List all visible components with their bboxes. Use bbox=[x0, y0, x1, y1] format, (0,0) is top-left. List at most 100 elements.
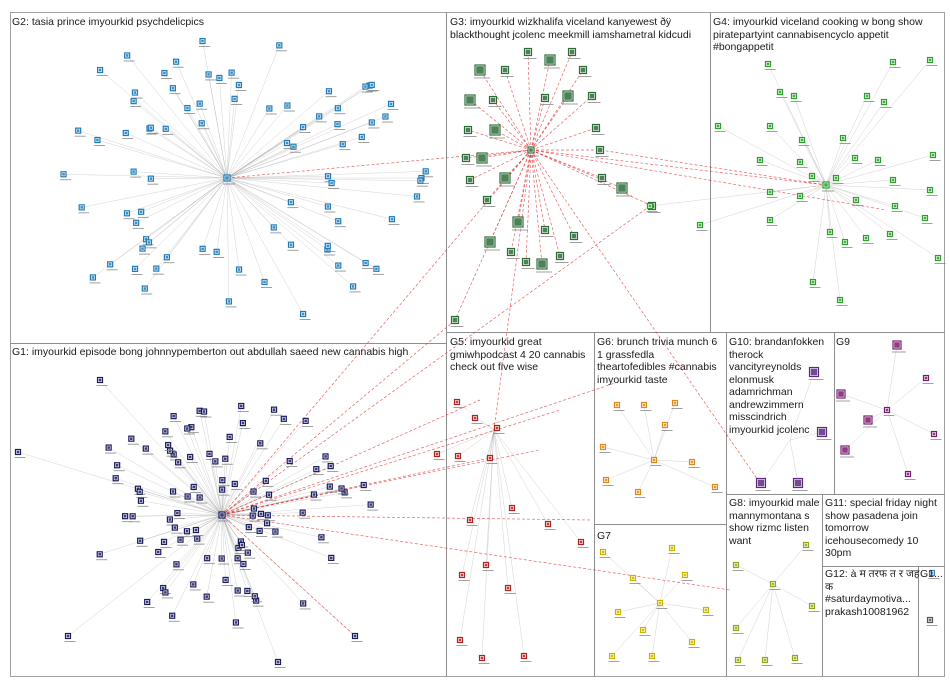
edge bbox=[99, 69, 228, 179]
edge-highlight bbox=[530, 51, 573, 151]
edge bbox=[642, 602, 661, 631]
edge bbox=[825, 184, 891, 235]
edge bbox=[202, 177, 228, 249]
edge-highlight bbox=[530, 95, 569, 151]
edge-highlight bbox=[493, 149, 532, 431]
node-g2 bbox=[235, 266, 247, 276]
edge bbox=[202, 41, 228, 179]
node-g1 bbox=[136, 537, 148, 547]
edge-highlight bbox=[530, 149, 561, 257]
edge-highlight bbox=[469, 149, 532, 181]
node-g7 bbox=[681, 571, 693, 581]
node-g13 bbox=[926, 616, 938, 626]
edge-highlight bbox=[221, 409, 561, 516]
node-g6 bbox=[661, 421, 673, 431]
edge bbox=[772, 583, 796, 659]
edge bbox=[221, 514, 332, 559]
edge bbox=[493, 429, 509, 589]
node-g1 bbox=[218, 486, 230, 496]
edge bbox=[226, 136, 362, 179]
edge bbox=[226, 177, 274, 228]
edge-highlight bbox=[599, 149, 827, 186]
node-g2 bbox=[358, 133, 370, 143]
node-g3 bbox=[544, 54, 560, 69]
node-g4 bbox=[926, 186, 938, 196]
node-g1 bbox=[211, 458, 223, 468]
edge bbox=[226, 123, 338, 179]
edge bbox=[789, 439, 799, 484]
node-g3 bbox=[523, 47, 537, 59]
node-g5 bbox=[471, 414, 483, 424]
edge-highlight bbox=[469, 99, 532, 151]
node-g3 bbox=[484, 236, 500, 251]
edge bbox=[769, 125, 827, 186]
node-g2 bbox=[328, 179, 340, 189]
node-g2 bbox=[122, 129, 134, 139]
node-g2 bbox=[131, 89, 143, 99]
node-g1 bbox=[326, 483, 338, 493]
edge bbox=[801, 139, 827, 186]
node-g1 bbox=[64, 632, 76, 642]
edge bbox=[172, 514, 223, 616]
edge bbox=[133, 100, 228, 179]
group-boxes bbox=[10, 12, 945, 677]
node-g2 bbox=[162, 125, 174, 135]
node-g2 bbox=[147, 175, 159, 185]
nodes bbox=[14, 37, 946, 668]
node-g2 bbox=[123, 210, 135, 220]
edge bbox=[142, 177, 228, 249]
node-g4 bbox=[796, 158, 808, 168]
edge bbox=[165, 128, 228, 179]
node-g4 bbox=[880, 98, 892, 108]
edge bbox=[659, 602, 707, 611]
node-g2 bbox=[299, 123, 311, 133]
group-label-g11: G11: special friday night show pasadena … bbox=[825, 497, 937, 559]
node-g7 bbox=[688, 638, 700, 648]
edge-highlight bbox=[494, 129, 532, 151]
edge-highlight bbox=[465, 149, 532, 159]
node-g3 bbox=[474, 64, 490, 79]
edge bbox=[226, 177, 418, 197]
edge bbox=[186, 514, 223, 532]
node-g1 bbox=[169, 488, 181, 498]
edge bbox=[825, 95, 868, 186]
edge bbox=[221, 436, 230, 516]
node-g8 bbox=[732, 561, 744, 571]
edge bbox=[493, 429, 525, 657]
node-g8 bbox=[732, 624, 744, 634]
node-g9 bbox=[892, 340, 906, 353]
edge bbox=[150, 127, 228, 179]
node-g1 bbox=[164, 441, 176, 451]
node-g2 bbox=[183, 104, 195, 114]
node-g10 bbox=[792, 477, 808, 491]
node-g1 bbox=[239, 420, 251, 429]
edge bbox=[133, 171, 228, 179]
node-g6 bbox=[671, 399, 683, 409]
node-g1 bbox=[171, 524, 183, 534]
node-g2 bbox=[299, 310, 311, 320]
node-g1 bbox=[327, 554, 339, 564]
edge bbox=[175, 61, 228, 179]
node-g1 bbox=[338, 485, 350, 495]
node-g1 bbox=[226, 433, 238, 443]
edge bbox=[92, 177, 228, 278]
node-g3 bbox=[489, 124, 505, 139]
edge bbox=[221, 514, 226, 580]
edge bbox=[199, 497, 223, 516]
node-g3 bbox=[540, 225, 554, 237]
node-g2 bbox=[339, 141, 351, 151]
node-g3 bbox=[500, 65, 514, 77]
edge bbox=[156, 177, 228, 269]
edge bbox=[226, 108, 338, 179]
edge bbox=[474, 417, 495, 431]
edge bbox=[226, 103, 392, 179]
edge bbox=[825, 59, 931, 186]
edge bbox=[197, 514, 223, 539]
node-g3 bbox=[591, 123, 605, 135]
edge bbox=[221, 492, 345, 516]
node-g2 bbox=[381, 113, 393, 123]
edge bbox=[653, 459, 693, 463]
node-g5 bbox=[493, 424, 505, 434]
edge-highlight bbox=[530, 149, 761, 484]
node-g3 bbox=[499, 172, 515, 187]
